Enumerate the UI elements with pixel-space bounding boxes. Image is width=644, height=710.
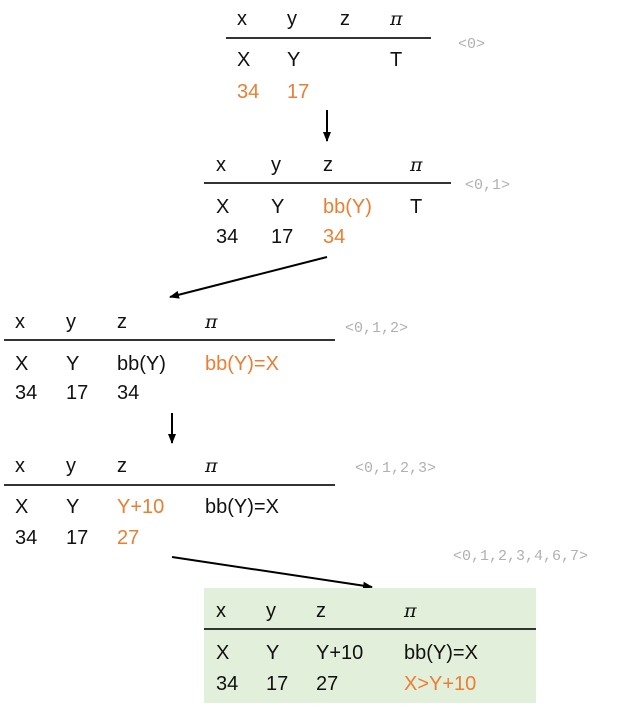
symbolic-value-x: X — [15, 353, 29, 375]
column-header-z: z — [323, 154, 333, 176]
symbolic-value-y: Y — [287, 49, 301, 71]
header-rule — [4, 339, 335, 341]
column-header-z: z — [117, 311, 127, 333]
header-rule — [4, 484, 335, 486]
concrete-value-x: 34 — [15, 527, 38, 549]
column-header-y: y — [266, 600, 276, 622]
column-header-z: z — [316, 600, 326, 622]
concrete-value-z: 34 — [323, 226, 346, 248]
symbolic-value-x: X — [216, 642, 230, 664]
concrete-value-z: 34 — [117, 382, 140, 404]
column-header-x: x — [216, 154, 226, 176]
symbolic-value-x: X — [237, 49, 251, 71]
arrow-3-to-4 — [171, 556, 373, 590]
concrete-value-y: 17 — [271, 226, 294, 248]
symbolic-value-y: Y — [271, 196, 285, 218]
path-label: <0> — [458, 36, 486, 53]
column-header-x: x — [237, 8, 247, 30]
concrete-value-z: 27 — [117, 527, 140, 549]
final-state-background — [204, 588, 536, 703]
symbolic-value-y: Y — [66, 353, 80, 375]
path-label: <0,1> — [465, 177, 511, 194]
column-header-pi: π — [390, 8, 403, 30]
header-rule — [204, 182, 451, 184]
concrete-value-y: 17 — [66, 527, 89, 549]
symbolic-value-z: Y+10 — [316, 642, 364, 664]
concrete-value-y: 17 — [266, 673, 289, 695]
symbolic-value-y: Y — [266, 642, 280, 664]
concrete-value-x: 34 — [15, 382, 38, 404]
column-header-pi: π — [404, 600, 417, 622]
symbolic-value-z: Y+10 — [117, 496, 165, 518]
path-label: <0,1,2> — [345, 320, 409, 337]
arrow-1-to-2 — [169, 256, 328, 299]
column-header-z: z — [117, 455, 127, 477]
concrete-value-y: 17 — [66, 382, 89, 404]
header-rule — [204, 628, 536, 630]
column-header-pi: π — [205, 311, 218, 333]
column-header-y: y — [66, 455, 76, 477]
symbolic-value-pi: bb(Y)=X — [205, 353, 279, 375]
column-header-y: y — [66, 311, 76, 333]
symbolic-value-z: bb(Y) — [117, 353, 166, 375]
concrete-value-x: 34 — [237, 81, 260, 103]
symbolic-value-pi: bb(Y)=X — [205, 496, 279, 518]
column-header-x: x — [216, 600, 226, 622]
path-label: <0,1,2,3> — [355, 460, 437, 477]
symbolic-value-y: Y — [66, 496, 80, 518]
column-header-x: x — [15, 455, 25, 477]
symbolic-value-pi: T — [390, 49, 403, 71]
column-header-y: y — [287, 8, 297, 30]
concrete-value-x: 34 — [216, 673, 239, 695]
column-header-z: z — [340, 8, 350, 30]
column-header-pi: π — [205, 455, 218, 477]
concrete-value-y: 17 — [287, 81, 310, 103]
concrete-value-z: 27 — [316, 673, 339, 695]
column-header-x: x — [15, 311, 25, 333]
column-header-y: y — [271, 154, 281, 176]
concrete-value-x: 34 — [216, 226, 239, 248]
symbolic-value-x: X — [15, 496, 29, 518]
symbolic-value-pi: bb(Y)=X — [404, 642, 478, 664]
symbolic-value-pi: T — [410, 196, 423, 218]
symbolic-value-x: X — [216, 196, 230, 218]
column-header-pi: π — [410, 154, 423, 176]
concrete-value-pi: X>Y+10 — [404, 673, 477, 695]
path-label: <0,1,2,3,4,6,7> — [453, 548, 589, 565]
symbolic-value-z: bb(Y) — [323, 196, 372, 218]
header-rule — [226, 37, 431, 39]
